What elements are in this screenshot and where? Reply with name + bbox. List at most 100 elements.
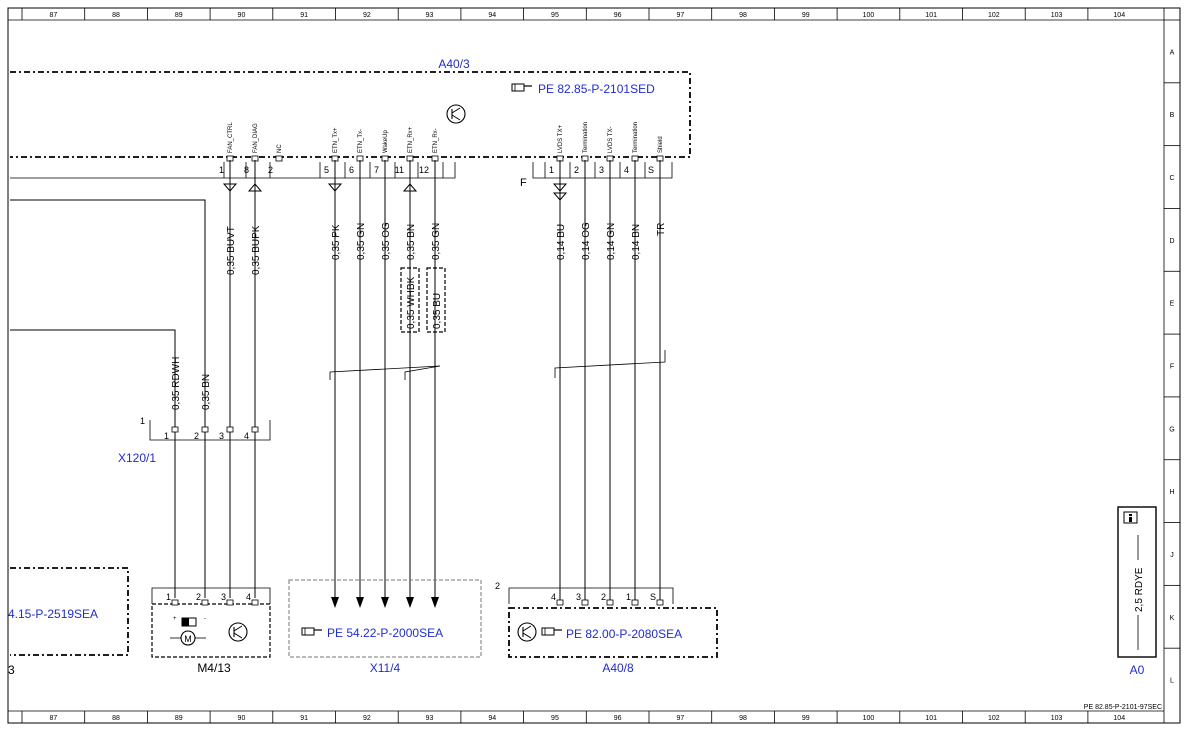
wire-label-bu014: 0,14 BU (556, 224, 567, 260)
grid-row-K: K (1170, 615, 1175, 622)
ground-transistor-icon (517, 622, 537, 642)
a40-3-pin-name: ETN_Tx- (358, 129, 364, 153)
a40-8-marker: 2 (495, 581, 500, 591)
grid-col-top-104: 104 (1113, 12, 1125, 19)
a40-8-pin-num: 3 (576, 592, 581, 602)
ground-transistor-icon (446, 104, 466, 124)
ground-transistor-icon (228, 622, 248, 642)
a40-3-pin-num: 1 (219, 165, 224, 175)
a40-3-pin-name: FAN_CTRL (228, 122, 234, 153)
grid-col-top-100: 100 (863, 12, 875, 19)
m4-13-pin-num: 4 (246, 592, 251, 602)
grid-row-A: A (1170, 49, 1175, 56)
a40-3-right-pin-name: LVDS TX- (608, 127, 614, 153)
motor-plus: + (173, 616, 177, 622)
a40-3-right-pin-num: 3 (599, 165, 604, 175)
wire-label-rdwh: 0,35 RDWH (171, 357, 182, 410)
x120-1-pin-num: 2 (194, 431, 199, 441)
a40-3-right-pin-num: S (648, 165, 654, 175)
arrow-x11-4 (406, 597, 414, 608)
x120-1-marker: 1 (140, 416, 145, 426)
a40-3-pin-2 (275, 155, 283, 162)
grid-col-top-92: 92 (363, 12, 371, 19)
grid-col-bottom-90: 90 (238, 715, 246, 722)
wire-label-og: 0,35 OG (381, 222, 392, 260)
grid-col-top-101: 101 (925, 12, 937, 19)
a40-3-box (10, 71, 691, 158)
arrow-down-fan-ctrl (222, 183, 238, 192)
grid-col-bottom-89: 89 (175, 715, 183, 722)
grid-col-bottom-96: 96 (614, 715, 622, 722)
wire-label-gn1: 0,35 GN (356, 223, 367, 260)
doc-ref: PE 82.85-P-2101-97SEC (1084, 704, 1162, 711)
left-partial-box (10, 567, 129, 656)
a40-3-right-pin-name: LVDS TX+ (558, 125, 564, 153)
x120-1-connector (149, 420, 271, 441)
grid-row-C: C (1169, 175, 1174, 182)
wire-label-bn014: 0,14 BN (631, 224, 642, 260)
wire-label-gn2: 0,35 GN (431, 223, 442, 260)
a40-3-right-pin-num: 2 (574, 165, 579, 175)
a40-3-pin-num: 11 (395, 165, 404, 175)
a40-3-right-pin-name: Termination (583, 122, 589, 153)
arrow-x11-5 (431, 597, 439, 608)
grid-col-bottom-104: 104 (1113, 715, 1125, 722)
wire-label-og014: 0,14 OG (581, 222, 592, 260)
splice-box-whbk (400, 267, 420, 333)
pointing-hand-icon (301, 627, 322, 636)
arrow-x11-1 (331, 597, 339, 608)
x120-1-pin-num: 4 (244, 431, 249, 441)
m4-13-pin-num: 3 (221, 592, 226, 602)
grid-row-D: D (1169, 238, 1174, 245)
x11-4-ref: PE 54.22-P-2000SEA (327, 626, 443, 640)
grid-col-bottom-95: 95 (551, 715, 559, 722)
arrow-up-fan-diag (247, 183, 263, 192)
a40-3-right-pin-name: Shield (658, 136, 664, 153)
grid-col-bottom-94: 94 (488, 715, 496, 722)
motor-icon: M (170, 617, 206, 646)
m4-13-pin (251, 599, 259, 606)
x120-1-pin-num: 1 (164, 431, 169, 441)
a40-8-pin (606, 599, 614, 606)
x120-1-label: X120/1 (118, 451, 156, 465)
a0-box (1117, 506, 1157, 658)
twisted-pair-mark-lvds (554, 350, 666, 378)
wire-label-bn-x120: 0,35 BN (201, 374, 212, 410)
wire-label-gn014: 0,14 GN (606, 223, 617, 260)
x120-1-pin (226, 426, 234, 433)
a40-8-label: A40/8 (602, 661, 634, 675)
a40-3-pin-num: 12 (419, 165, 429, 175)
arrow-lvds-down (552, 192, 568, 201)
grid-col-bottom-102: 102 (988, 715, 1000, 722)
grid-col-top-90: 90 (238, 12, 246, 19)
wire-label-whbk: 0,35 WHBK (406, 276, 417, 329)
a40-3-pin-num: 5 (324, 165, 329, 175)
a40-8-ref: PE 82.00-P-2080SEA (566, 627, 682, 641)
a40-3-pin-num: 7 (374, 165, 379, 175)
grid-col-bottom-103: 103 (1051, 715, 1063, 722)
a40-3-pin-name: FAN_DIAG (253, 123, 259, 153)
grid-col-bottom-101: 101 (925, 715, 937, 722)
a40-8-pin-num: 1 (626, 592, 631, 602)
grid-col-top-99: 99 (802, 12, 810, 19)
a40-3-pin-name: NC (277, 144, 283, 153)
a40-3-pin-name: ETN_Tx+ (333, 127, 339, 153)
pointing-hand-icon (541, 627, 562, 636)
grid-col-top-96: 96 (614, 12, 622, 19)
twisted-pair-mark-2 (404, 365, 441, 380)
wire-label-pk: 0,35 PK (331, 224, 342, 260)
m4-13-pin-num: 1 (166, 592, 171, 602)
grid-col-top-98: 98 (739, 12, 747, 19)
twisted-pair-mark-1 (329, 365, 441, 380)
wire-label-bu: 0,35 BU (432, 293, 443, 329)
grid-col-top-103: 103 (1051, 12, 1063, 19)
grid-col-top-89: 89 (175, 12, 183, 19)
a0-label: A0 (1130, 663, 1145, 677)
a40-8-pin (656, 599, 664, 606)
grid-col-bottom-92: 92 (363, 715, 371, 722)
wire-label-bn2: 0,35 BN (406, 224, 417, 260)
grid-row-L: L (1170, 678, 1174, 685)
pointing-hand-icon (511, 83, 532, 92)
grid-col-top-91: 91 (300, 12, 308, 19)
